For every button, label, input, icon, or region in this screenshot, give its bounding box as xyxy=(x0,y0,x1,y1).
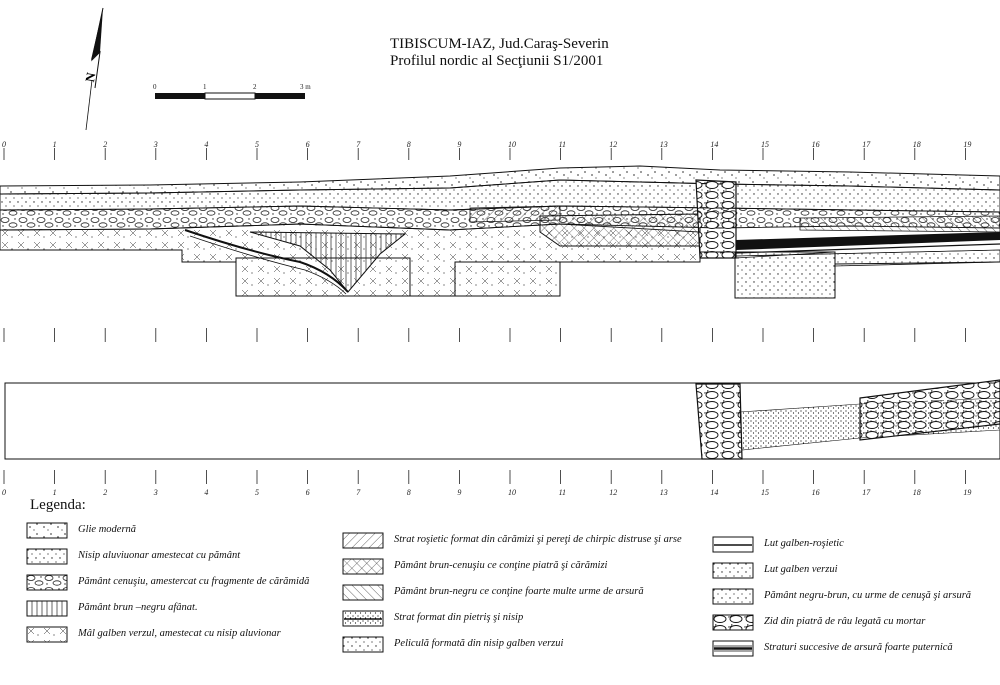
upper-tick-label-5: 5 xyxy=(255,140,259,149)
legend-swatch-cenusiu xyxy=(26,574,68,591)
upper-tick-label-7: 7 xyxy=(356,140,361,149)
legend-label: Pământ cenuşiu, amestercat cu fragmente … xyxy=(78,576,310,587)
lower-tick-label-17: 17 xyxy=(862,488,871,497)
upper-tick-label-12: 12 xyxy=(609,140,617,149)
lower-tick-label-9: 9 xyxy=(457,488,461,497)
scale-label-1: 1 xyxy=(203,83,207,91)
lower-tick-label-3: 3 xyxy=(153,488,158,497)
layer-arsura-strong xyxy=(736,232,1000,250)
legend-label: Pământ brun-cenuşiu ce conţine piatră şi… xyxy=(394,560,608,571)
layer-arsura-curve xyxy=(184,229,349,293)
legend-label: Zid din piatră de râu legată cu mortar xyxy=(764,616,926,627)
lower-tick-label-5: 5 xyxy=(255,488,259,497)
layer-right-hatch xyxy=(799,215,1000,233)
legend-swatch-brun-vert xyxy=(26,600,68,617)
lower-tick-label-15: 15 xyxy=(761,488,769,497)
legend-label: Glie modernă xyxy=(78,524,137,535)
title-line-1: TIBISCUM-IAZ, Jud.Caraş-Severin xyxy=(390,36,609,52)
plan-wall-right xyxy=(859,379,1000,441)
legend-label: Strat roşietic format din cărămizi şi pe… xyxy=(394,534,682,545)
legend-label: Pământ brun –negru afânat. xyxy=(78,602,198,613)
drawing-title: TIBISCUM-IAZ, Jud.Caraş-Severin Profilul… xyxy=(390,36,609,70)
legend-swatch-lut-verde xyxy=(712,562,754,579)
north-arrow-icon xyxy=(85,7,104,131)
upper-tick-label-3: 3 xyxy=(153,140,158,149)
lower-tick-label-13: 13 xyxy=(660,488,668,497)
layer-hatch-red xyxy=(469,205,561,223)
upper-tick-label-4: 4 xyxy=(204,140,208,149)
upper-tick-label-17: 17 xyxy=(862,140,871,149)
upper-tick-label-9: 9 xyxy=(457,140,461,149)
legend-swatch-nisip xyxy=(26,548,68,565)
legend-swatch-arsura xyxy=(712,640,754,657)
legend-swatch-mal xyxy=(26,626,68,643)
pit-right xyxy=(734,251,836,299)
lower-tick-label-7: 7 xyxy=(356,488,361,497)
legend-label: Strat format din pietriş şi nisip xyxy=(394,612,524,623)
legend-label: Nisip aluviuonar amestecat cu pământ xyxy=(78,550,241,561)
middle-grid-ticks xyxy=(3,328,966,342)
legend-swatch-pietris xyxy=(342,610,384,627)
layer-lut xyxy=(735,249,1000,267)
legend-swatch-hatch xyxy=(342,532,384,549)
upper-tick-label-18: 18 xyxy=(913,140,921,149)
lower-tick-label-6: 6 xyxy=(306,488,310,497)
lower-tick-label-4: 4 xyxy=(204,488,208,497)
legend-swatch-cross xyxy=(342,558,384,575)
upper-tick-label-11: 11 xyxy=(559,140,566,149)
upper-tick-label-13: 13 xyxy=(660,140,668,149)
legend-label: Lut galben verzui xyxy=(764,564,838,575)
legend-label: Mâl galben verzul, amestecat cu nisip al… xyxy=(78,628,281,639)
legend-swatch-negru-brun xyxy=(712,588,754,605)
scale-label-0: 0 xyxy=(153,83,157,91)
upper-tick-label-14: 14 xyxy=(710,140,718,149)
upper-tick-label-15: 15 xyxy=(761,140,769,149)
legend-heading: Legenda: xyxy=(30,497,86,513)
lower-tick-label-8: 8 xyxy=(407,488,411,497)
lower-tick-label-11: 11 xyxy=(559,488,566,497)
legend-swatch-lut-rosu xyxy=(712,536,754,553)
lower-tick-label-2: 2 xyxy=(103,488,107,497)
legend-label: Pământ negru-brun, cu urme de cenuşă şi … xyxy=(764,590,972,601)
legend-label: Pământ brun-negru ce conţine foarte mult… xyxy=(394,586,644,597)
lower-tick-label-19: 19 xyxy=(963,488,971,497)
legend-label: Lut galben-roşietic xyxy=(764,538,844,549)
upper-profile-section xyxy=(0,165,1000,299)
lower-tick-label-18: 18 xyxy=(913,488,921,497)
upper-tick-label-0: 0 xyxy=(2,140,6,149)
upper-tick-label-16: 16 xyxy=(812,140,820,149)
lower-tick-label-14: 14 xyxy=(710,488,718,497)
upper-tick-label-19: 19 xyxy=(963,140,971,149)
scale-label-2: 2 xyxy=(253,83,257,91)
lower-tick-label-1: 1 xyxy=(53,488,57,497)
lower-tick-label-12: 12 xyxy=(609,488,617,497)
legend-label: Peliculă formată din nisip galben verzui xyxy=(394,638,564,649)
upper-tick-label-8: 8 xyxy=(407,140,411,149)
legend-swatch-hatch2 xyxy=(342,584,384,601)
north-label: N xyxy=(82,71,99,83)
upper-tick-label-6: 6 xyxy=(306,140,310,149)
scale-bar: 0 1 2 3 m xyxy=(153,83,311,100)
legend-swatch-glie xyxy=(26,522,68,539)
upper-tick-label-1: 1 xyxy=(53,140,57,149)
legend-swatch-pelicula xyxy=(342,636,384,653)
layer-brun-cenusiu xyxy=(539,213,701,247)
pit-middle xyxy=(454,261,561,297)
upper-tick-label-2: 2 xyxy=(103,140,107,149)
upper-tick-label-10: 10 xyxy=(508,140,516,149)
lower-plan-section xyxy=(4,379,1000,460)
plan-wall-left xyxy=(695,383,743,460)
lower-tick-label-16: 16 xyxy=(812,488,820,497)
wall-zid xyxy=(695,179,737,259)
lower-tick-label-0: 0 xyxy=(2,488,6,497)
lower-tick-label-10: 10 xyxy=(508,488,516,497)
legend-swatch-zid xyxy=(712,614,754,631)
legend-label: Straturi succesive de arsură foarte pute… xyxy=(764,642,953,653)
title-line-2: Profilul nordic al Secţiunii S1/2001 xyxy=(390,53,604,69)
scale-label-3: 3 m xyxy=(300,83,311,91)
